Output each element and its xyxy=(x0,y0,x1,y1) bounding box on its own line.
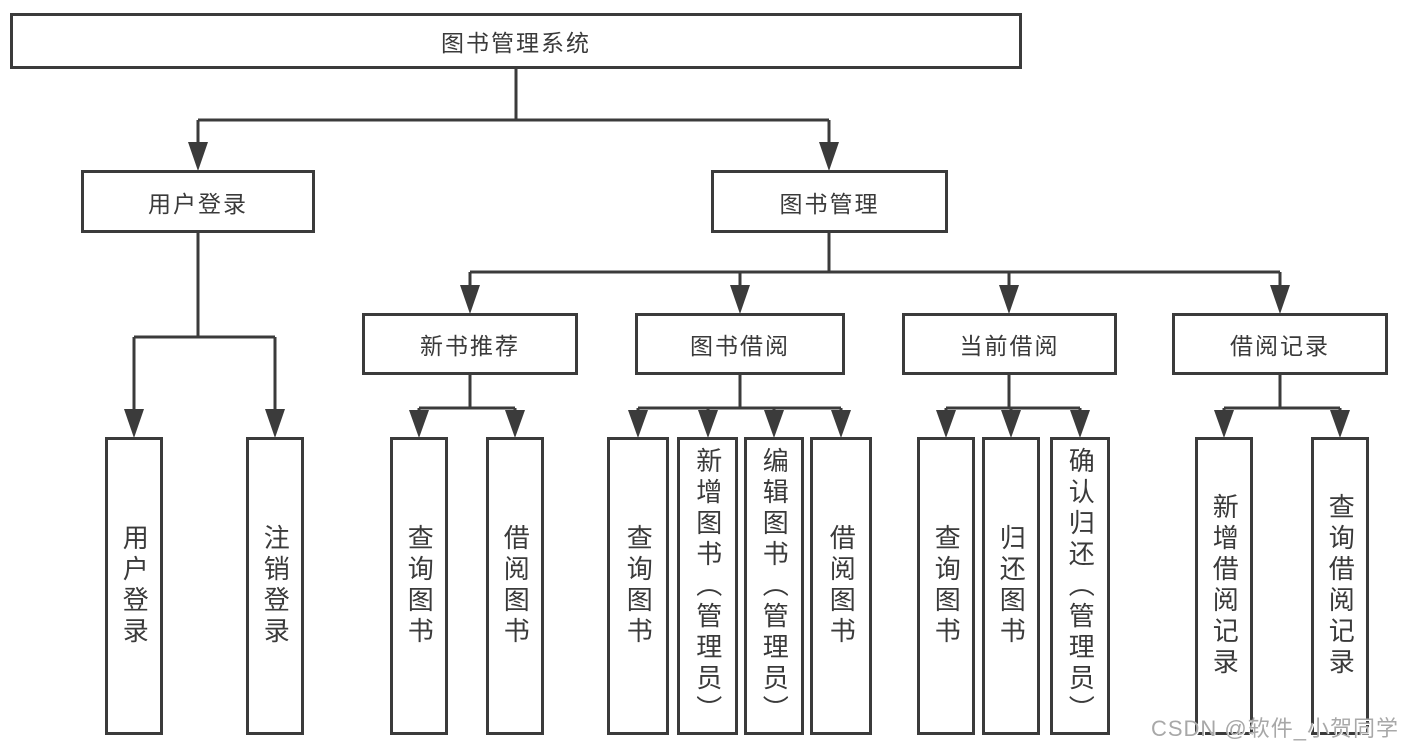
node-root-library-system: 图书管理系统 xyxy=(10,13,1022,69)
leaf-label: 新增借阅记录 xyxy=(1209,493,1240,679)
leaf-label: 查询图书 xyxy=(623,524,654,648)
leaf-query-borrow-record: 查询借阅记录 xyxy=(1311,437,1369,735)
leaf-add-borrow-record: 新增借阅记录 xyxy=(1195,437,1253,735)
leaf-label: 确认归还（管理员） xyxy=(1065,446,1096,726)
leaf-query-books: 查询图书 xyxy=(607,437,669,735)
leaf-label: 编辑图书（管理员） xyxy=(759,446,790,726)
leaf-add-books-admin: 新增图书（管理员） xyxy=(677,437,738,735)
node-new-book-recommend: 新书推荐 xyxy=(362,313,578,375)
leaf-confirm-return-admin: 确认归还（管理员） xyxy=(1050,437,1110,735)
leaf-borrow-books: 借阅图书 xyxy=(486,437,544,735)
node-book-borrowing: 图书借阅 xyxy=(635,313,845,375)
leaf-logout: 注销登录 xyxy=(246,437,304,735)
node-label: 用户登录 xyxy=(148,190,248,217)
leaf-label: 新增图书（管理员） xyxy=(692,446,723,726)
node-borrow-records: 借阅记录 xyxy=(1172,313,1388,375)
leaf-label: 借阅图书 xyxy=(500,524,531,648)
leaf-label: 用户登录 xyxy=(119,524,150,648)
leaf-query-books: 查询图书 xyxy=(390,437,448,735)
leaf-label: 查询图书 xyxy=(931,524,962,648)
node-current-borrowing: 当前借阅 xyxy=(902,313,1117,375)
node-label: 图书管理 xyxy=(779,190,880,217)
node-book-management: 图书管理 xyxy=(711,170,948,233)
arrowhead-icons xyxy=(124,142,1350,438)
leaf-query-books: 查询图书 xyxy=(917,437,975,735)
node-label: 新书推荐 xyxy=(420,333,520,359)
leaf-label: 归还图书 xyxy=(996,524,1027,648)
node-label: 当前借阅 xyxy=(959,333,1060,359)
node-label: 图书管理系统 xyxy=(441,30,591,56)
csdn-watermark: CSDN @软件_小贺同学 xyxy=(1150,716,1399,741)
node-label: 图书借阅 xyxy=(690,333,790,359)
leaf-label: 查询图书 xyxy=(404,524,435,648)
leaf-label: 查询借阅记录 xyxy=(1325,493,1356,679)
leaf-label: 借阅图书 xyxy=(826,524,857,648)
node-label: 借阅记录 xyxy=(1230,333,1330,359)
leaf-user-login: 用户登录 xyxy=(105,437,163,735)
leaf-return-books: 归还图书 xyxy=(982,437,1040,735)
node-user-login: 用户登录 xyxy=(81,170,315,233)
leaf-label: 注销登录 xyxy=(260,524,291,648)
leaf-edit-books-admin: 编辑图书（管理员） xyxy=(744,437,804,735)
leaf-borrow-books: 借阅图书 xyxy=(810,437,872,735)
